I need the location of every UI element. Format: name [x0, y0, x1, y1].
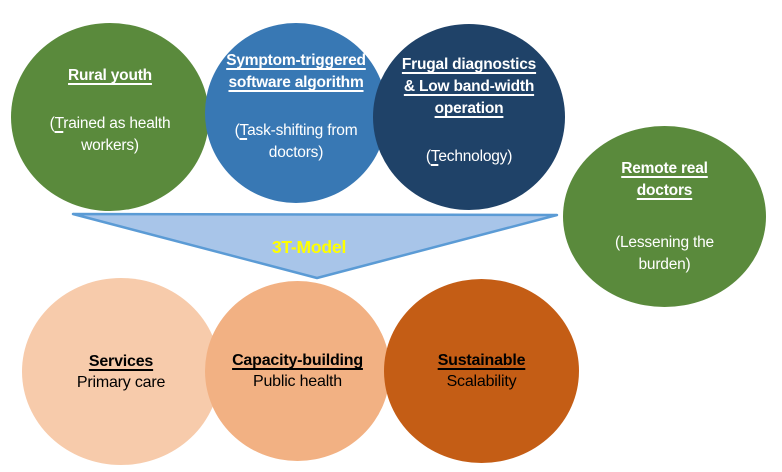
circle-heading: Symptom-triggered software algorithm	[226, 50, 366, 94]
circle-symptom-software-text: Symptom-triggered software algorithm (Ta…	[221, 50, 371, 164]
body-rest: Lessening the burden)	[620, 233, 714, 273]
model-label: 3T-Model	[271, 237, 347, 257]
heading-line: Rural youth	[68, 67, 152, 84]
body-underlined-letter: T	[54, 115, 64, 132]
circle-body: (Lessening the burden)	[607, 232, 722, 276]
body-prefix: (	[425, 148, 431, 165]
circle-sustainable: Sustainable Scalability	[384, 279, 579, 463]
circle-services: Services Primary care	[22, 278, 220, 465]
circle-frugal-diagnostics-text: Frugal diagnostics & Low band-width oper…	[402, 54, 536, 168]
circle-symptom-software: Symptom-triggered software algorithm (Ta…	[205, 23, 387, 203]
heading-line: software algorithm	[228, 74, 364, 91]
body-underlined-letter: T	[239, 122, 248, 139]
body-rest: ask-shifting from doctors)	[247, 122, 358, 161]
circle-sustainable-text: Sustainable Scalability	[438, 350, 526, 392]
body-underlined-letter: T	[430, 148, 439, 165]
circle-body: (Trained as health workers)	[40, 113, 180, 157]
circle-remote-doctors: Remote real doctors (Lessening the burde…	[563, 126, 766, 307]
body-prefix: (	[234, 122, 240, 139]
circle-heading: Frugal diagnostics & Low band-width oper…	[402, 54, 536, 120]
circle-capacity-building: Capacity-building Public health	[205, 281, 390, 461]
heading-line: operation	[434, 100, 504, 117]
circle-body: Primary care	[76, 373, 166, 391]
circle-heading: Sustainable	[437, 352, 526, 369]
circle-body: (Technology)	[425, 146, 513, 168]
heading-line: doctors	[636, 181, 693, 199]
circle-heading: Remote real doctors	[621, 158, 708, 202]
circle-body: (Task-shifting from doctors)	[221, 120, 371, 164]
body-prefix: (	[49, 115, 55, 132]
heading-line: & Low band-width	[403, 78, 535, 95]
heading-line: Frugal diagnostics	[401, 56, 537, 73]
heading-line: Remote real	[621, 159, 708, 177]
circle-heading: Capacity-building	[232, 352, 363, 369]
body-rest: rained as health workers)	[63, 115, 171, 154]
circle-capacity-building-text: Capacity-building Public health	[232, 350, 363, 392]
circle-frugal-diagnostics: Frugal diagnostics & Low band-width oper…	[373, 24, 565, 210]
body-rest: echnology)	[438, 148, 513, 165]
circle-heading: Services	[88, 352, 154, 370]
funnel-arrow	[71, 212, 559, 280]
circle-services-text: Services Primary care	[77, 351, 165, 393]
heading-line: Symptom-triggered	[226, 52, 366, 69]
funnel-triangle	[71, 212, 559, 280]
circle-rural-youth-text: Rural youth (Trained as health workers)	[40, 65, 180, 157]
circle-body: Scalability	[446, 373, 517, 390]
circle-heading: Rural youth	[68, 65, 152, 87]
circle-remote-doctors-text: Remote real doctors (Lessening the burde…	[607, 158, 722, 276]
body-prefix: (	[615, 233, 621, 251]
circle-body: Public health	[252, 373, 342, 390]
circle-rural-youth: Rural youth (Trained as health workers)	[11, 23, 209, 211]
